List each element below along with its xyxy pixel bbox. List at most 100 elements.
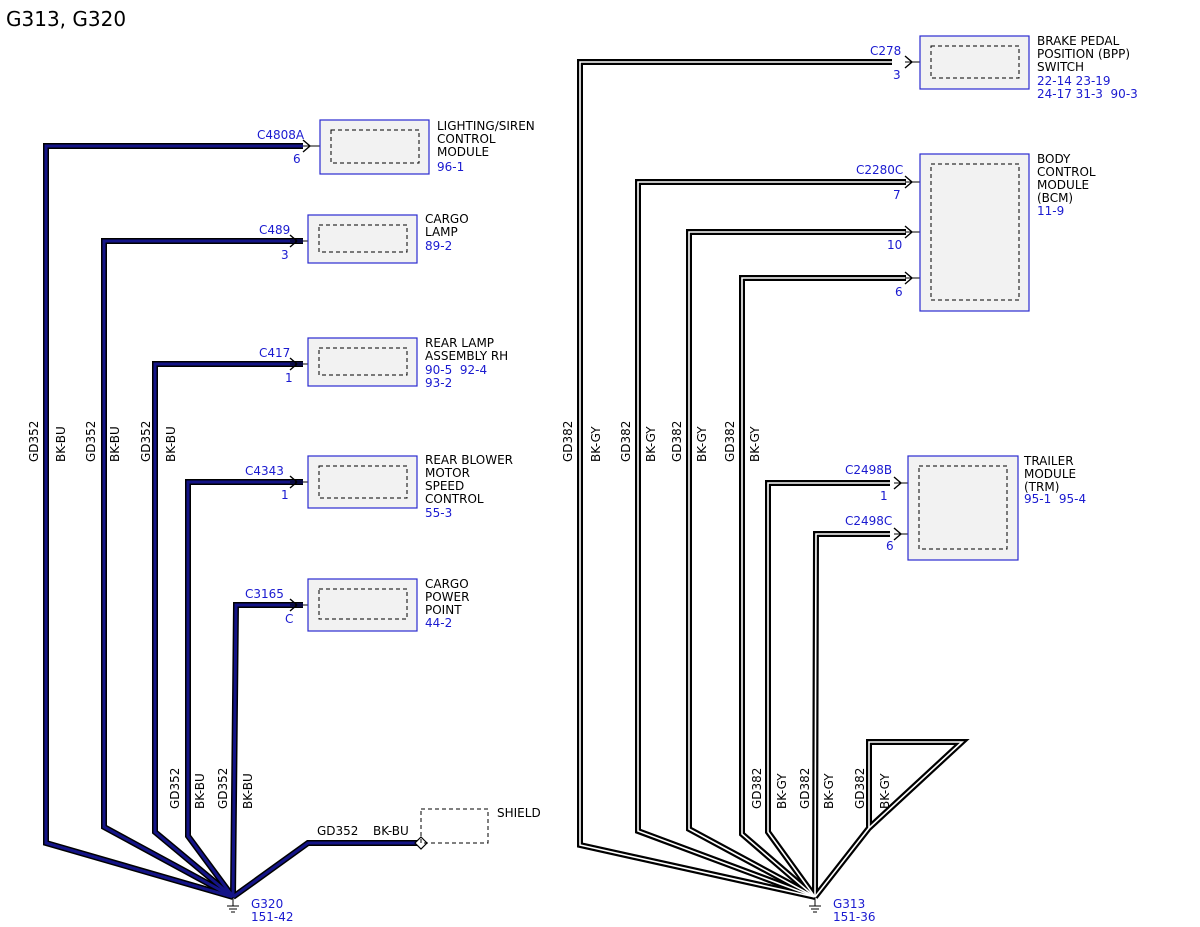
page-ref: 24-17 31-3 90-3 [1037, 87, 1138, 101]
connector-id: C2280C [856, 163, 903, 177]
circuit-label: GD382 [723, 421, 737, 462]
component-lighting-siren-control-module: C4808A 6 LIGHTING/SIREN CONTROL MODULE 9… [257, 119, 535, 175]
circuit-label: GD382 [798, 768, 812, 809]
wire-color-label: BK-BU [373, 824, 409, 838]
circuit-label: GD382 [619, 421, 633, 462]
wire-color-label: BK-GY [589, 426, 603, 462]
left-wires [43, 143, 419, 900]
shield-label: SHIELD [497, 806, 541, 820]
shield: GD352 BK-BU SHIELD [317, 806, 541, 850]
component-name-line: POSITION (BPP) [1037, 47, 1130, 61]
ground-ref: 151-42 [251, 910, 294, 924]
wire-color-label: BK-GY [695, 426, 709, 462]
pin-number: 1 [281, 488, 289, 502]
page-ref: 90-5 92-4 [425, 363, 487, 377]
right-wires [577, 59, 970, 900]
pin-number: 1 [285, 371, 293, 385]
component-rear-blower-motor-speed-control: C4343 1 REAR BLOWER MOTOR SPEED CONTROL … [245, 453, 513, 520]
component-name-line: REAR BLOWER [425, 453, 513, 467]
page-ref: 93-2 [425, 376, 452, 390]
right-wire-labels-upper: GD382 BK-GY GD382 BK-GY GD382 BK-GY GD38… [561, 421, 762, 462]
ground-g313: G313 151-36 [809, 897, 876, 924]
wire-color-label: BK-GY [822, 773, 836, 809]
circuit-label: GD382 [853, 768, 867, 809]
connector-id: C417 [259, 346, 290, 360]
component-name-line: MOTOR [425, 466, 470, 480]
circuit-label: GD352 [168, 768, 182, 809]
page-ref: 96-1 [437, 160, 464, 174]
ground-symbol-icon [809, 897, 821, 913]
page-ref: 55-3 [425, 506, 452, 520]
component-rear-lamp-assembly-rh: C417 1 REAR LAMP ASSEMBLY RH 90-5 92-4 9… [259, 336, 508, 390]
component-name-line: MODULE [437, 145, 489, 159]
pin-number: 1 [880, 489, 888, 503]
circuit-label: GD352 [216, 768, 230, 809]
pin-number: C [285, 612, 293, 626]
circuit-label: GD382 [561, 421, 575, 462]
component-name-line: MODULE [1024, 467, 1076, 481]
ground-name: G313 [833, 897, 865, 911]
component-name-line: ASSEMBLY RH [425, 349, 508, 363]
component-name-line: CONTROL [425, 492, 484, 506]
connector-id: C489 [259, 223, 290, 237]
component-cargo-lamp: C489 3 CARGO LAMP 89-2 [259, 212, 469, 264]
component-name-line: (TRM) [1024, 480, 1059, 494]
page-title: G313, G320 [6, 7, 126, 31]
right-wire-labels-lower: GD382 BK-GY GD382 BK-GY GD382 BK-GY [750, 768, 892, 809]
component-name-line: POWER [425, 590, 469, 604]
page-ref: 11-9 [1037, 204, 1064, 218]
connector-id: C2498B [845, 463, 892, 477]
pin-number: 6 [895, 285, 903, 299]
ground-g320: G320 151-42 [227, 897, 294, 924]
pin-number: 6 [886, 539, 894, 553]
wire-color-label: BK-GY [748, 426, 762, 462]
connector-id: C2498C [845, 514, 892, 528]
wire-color-label: BK-BU [54, 426, 68, 462]
component-trailer-module: C2498B 1 C2498C 6 TRAILER MODULE (TRM) 9… [845, 454, 1086, 561]
component-name-line: SPEED [425, 479, 464, 493]
left-wire-labels-lower: GD352 BK-BU GD352 BK-BU [168, 768, 255, 809]
wire-color-label: BK-GY [644, 426, 658, 462]
circuit-label: GD352 [317, 824, 358, 838]
left-wire-labels-upper: GD352 BK-BU GD352 BK-BU GD352 BK-BU [27, 421, 178, 462]
component-name-line: LAMP [425, 225, 458, 239]
page-ref: 22-14 23-19 [1037, 74, 1111, 88]
wire-color-label: BK-GY [775, 773, 789, 809]
page-ref: 95-1 95-4 [1024, 492, 1086, 506]
circuit-label: GD382 [670, 421, 684, 462]
component-name-line: CARGO [425, 212, 469, 226]
wire-color-label: BK-BU [164, 426, 178, 462]
component-brake-pedal-position-switch: C278 3 BRAKE PEDAL POSITION (BPP) SWITCH… [870, 34, 1138, 101]
component-name-line: CARGO [425, 577, 469, 591]
page-ref: 89-2 [425, 239, 452, 253]
component-body-control-module: C2280C 7 10 6 BODY CONTROL MODULE (BCM) … [856, 152, 1096, 312]
wire-color-label: BK-GY [878, 773, 892, 809]
pin-number: 10 [887, 238, 902, 252]
pin-number: 3 [893, 68, 901, 82]
component-name-line: MODULE [1037, 178, 1089, 192]
page-ref: 44-2 [425, 616, 452, 630]
component-name-line: CONTROL [1037, 165, 1096, 179]
circuit-label: GD352 [84, 421, 98, 462]
component-name-line: (BCM) [1037, 191, 1073, 205]
connector-id: C4808A [257, 128, 305, 142]
connector-id: C278 [870, 44, 901, 58]
circuit-label: GD352 [27, 421, 41, 462]
connector-id: C4343 [245, 464, 284, 478]
pin-number: 6 [293, 152, 301, 166]
circuit-label: GD352 [139, 421, 153, 462]
ground-name: G320 [251, 897, 283, 911]
connector-id: C3165 [245, 587, 284, 601]
component-name-line: BODY [1037, 152, 1071, 166]
component-name-line: POINT [425, 603, 462, 617]
component-name-line: LIGHTING/SIREN [437, 119, 535, 133]
component-name-line: TRAILER [1023, 454, 1074, 468]
wire-color-label: BK-BU [108, 426, 122, 462]
circuit-label: GD382 [750, 768, 764, 809]
component-cargo-power-point: C3165 C CARGO POWER POINT 44-2 [245, 577, 469, 632]
ground-ref: 151-36 [833, 910, 876, 924]
pin-number: 3 [281, 248, 289, 262]
component-name-line: CONTROL [437, 132, 496, 146]
wire-color-label: BK-BU [193, 773, 207, 809]
